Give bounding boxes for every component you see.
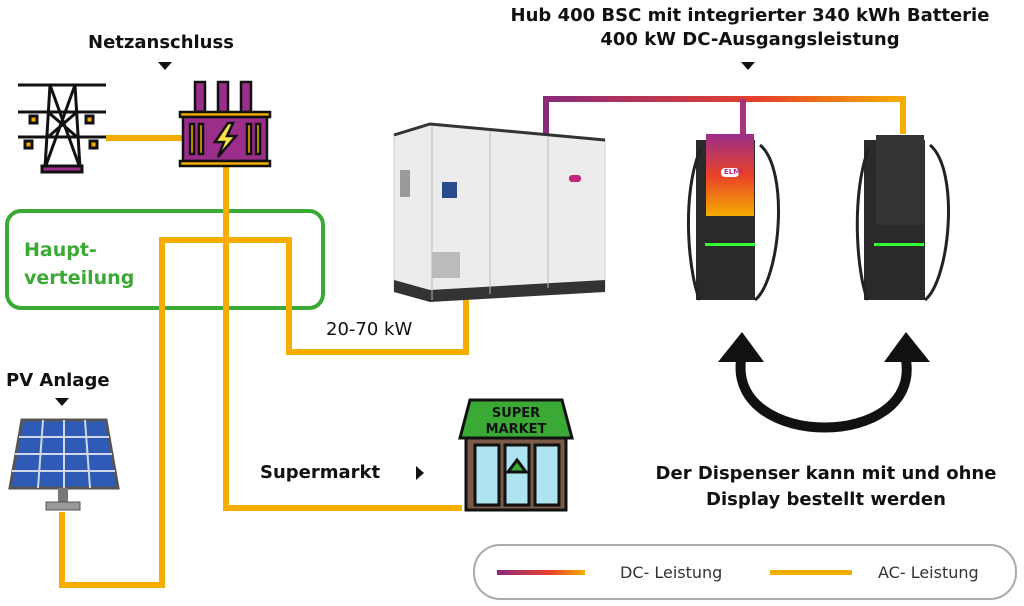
netzanschluss-label: Netzanschluss	[88, 32, 234, 53]
ac-lines	[59, 135, 469, 588]
pointer-hub-icon	[741, 62, 755, 70]
distribution-label-line1: Haupt-	[24, 239, 97, 261]
hub-title-line1: Hub 400 BSC mit integrierter 340 kWh Bat…	[510, 5, 990, 26]
legend-ac-label: AC- Leistung	[878, 563, 979, 582]
market-sign-super: SUPER	[492, 406, 540, 421]
distribution-label: Haupt- verteilung	[24, 236, 134, 292]
solar-panel-icon	[8, 418, 120, 511]
dispenser-note-line2: Display bestellt werden	[706, 489, 946, 510]
hub-title: Hub 400 BSC mit integrierter 340 kWh Bat…	[440, 4, 1024, 52]
pointer-supermarket-icon	[416, 466, 424, 480]
legend-ac-swatch	[770, 570, 852, 575]
dispenser-without-display	[855, 135, 950, 302]
market-sign-market: MARKET	[486, 422, 547, 437]
transformer-icon	[178, 80, 272, 168]
dispenser-note-line1: Der Dispenser kann mit und ohne	[655, 463, 997, 484]
hub-logo: ELMI	[724, 168, 743, 176]
pointer-netzanschluss-icon	[158, 62, 172, 70]
power-range-label: 20-70 kW	[326, 319, 413, 340]
power-pylon-icon	[18, 83, 106, 174]
curved-double-arrow-icon	[718, 332, 930, 433]
legend-dc-swatch	[497, 570, 585, 575]
hub-title-line2: 400 kW DC-Ausgangsleistung	[600, 29, 900, 50]
dispenser-note: Der Dispenser kann mit und ohne Display …	[616, 461, 1024, 513]
distribution-label-line2: verteilung	[24, 267, 135, 289]
supermarket-label: Supermarkt	[260, 462, 381, 483]
legend-dc-label: DC- Leistung	[620, 563, 723, 582]
dc-lines	[543, 96, 906, 134]
legend-box	[473, 544, 1017, 600]
pv-label: PV Anlage	[6, 370, 110, 391]
hub-400-bsc-cabinet	[393, 122, 606, 302]
supermarket-icon: SUPER MARKET	[458, 398, 574, 512]
dispenser-with-display	[687, 134, 780, 302]
pointer-pv-icon	[55, 398, 69, 406]
